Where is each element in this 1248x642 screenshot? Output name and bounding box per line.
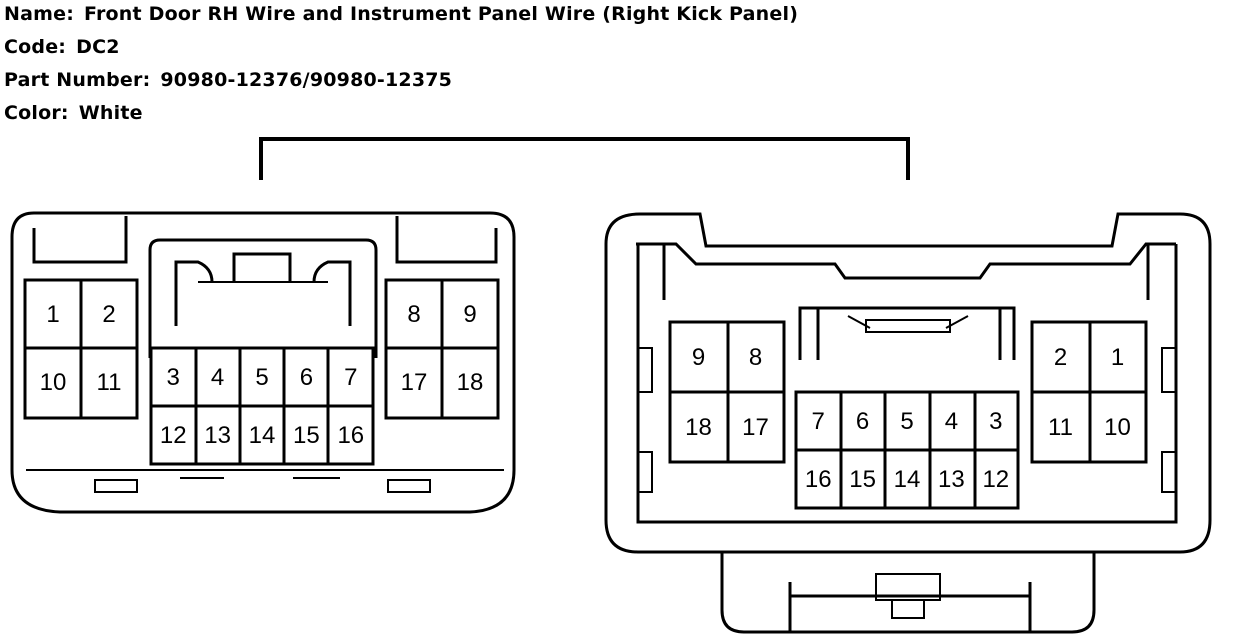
code-row: Code: DC2	[4, 36, 120, 58]
right-connector-pin-17: 17	[742, 414, 769, 441]
right-connector-pin-12: 12	[982, 466, 1009, 493]
right-connector-pin-7: 7	[812, 408, 825, 435]
left-connector-pin-14: 14	[249, 422, 276, 449]
left-connector-pin-7: 7	[344, 364, 357, 391]
color-row: Color: White	[4, 102, 143, 124]
name-value: Front Door RH Wire and Instrument Panel …	[84, 3, 799, 25]
left-connector-pin-5: 5	[255, 364, 268, 391]
left-connector-pin-13: 13	[204, 422, 231, 449]
left-connector-pin-18: 18	[457, 369, 484, 396]
left-connector-pin-6: 6	[300, 364, 313, 391]
left-connector-pin-12: 12	[160, 422, 187, 449]
left-connector-housing	[10, 211, 516, 514]
right-connector-pin-11: 11	[1048, 414, 1073, 441]
right-connector-pin-14: 14	[894, 466, 921, 493]
code-value: DC2	[76, 36, 120, 58]
right-connector-pin-18: 18	[685, 414, 712, 441]
right-connector-pin-10: 10	[1104, 414, 1131, 441]
part-number-label: Part Number:	[4, 69, 151, 91]
left-connector-pin-11: 11	[97, 369, 122, 396]
left-connector-pin-2: 2	[102, 301, 115, 328]
right-connector-pin-13: 13	[938, 466, 965, 493]
left-connector-pin-1: 1	[46, 301, 59, 328]
right-connector-pin-grid	[668, 320, 1148, 510]
right-connector-pin-6: 6	[856, 408, 869, 435]
right-connector-pin-5: 5	[900, 408, 913, 435]
left-connector-pin-grid	[23, 278, 500, 466]
left-connector-pin-16: 16	[337, 422, 364, 449]
part-number-value: 90980-12376/90980-12375	[160, 69, 453, 91]
left-connector-pin-4: 4	[211, 364, 224, 391]
right-connector-pin-2: 2	[1054, 344, 1067, 371]
name-row: Name: Front Door RH Wire and Instrument P…	[4, 3, 798, 25]
right-connector-housing	[604, 212, 1212, 634]
right-connector-pin-4: 4	[945, 408, 958, 435]
left-connector-pin-17: 17	[401, 369, 428, 396]
right-connector-pin-9: 9	[692, 344, 705, 371]
right-connector-pin-3: 3	[989, 408, 1002, 435]
name-label: Name:	[4, 3, 75, 25]
right-connector-pin-1: 1	[1111, 344, 1124, 371]
part-number-row: Part Number: 90980-12376/90980-12375	[4, 69, 452, 91]
right-connector-pin-16: 16	[805, 466, 832, 493]
left-connector-pin-10: 10	[40, 369, 67, 396]
left-connector-pin-15: 15	[293, 422, 320, 449]
left-connector-pin-9: 9	[463, 301, 476, 328]
left-connector-pin-8: 8	[407, 301, 420, 328]
right-connector-pin-8: 8	[749, 344, 762, 371]
left-connector-pin-3: 3	[167, 364, 180, 391]
pairing-bracket	[259, 137, 910, 180]
code-label: Code:	[4, 36, 67, 58]
right-connector-pin-15: 15	[849, 466, 876, 493]
color-label: Color:	[4, 102, 69, 124]
color-value: White	[78, 102, 143, 124]
